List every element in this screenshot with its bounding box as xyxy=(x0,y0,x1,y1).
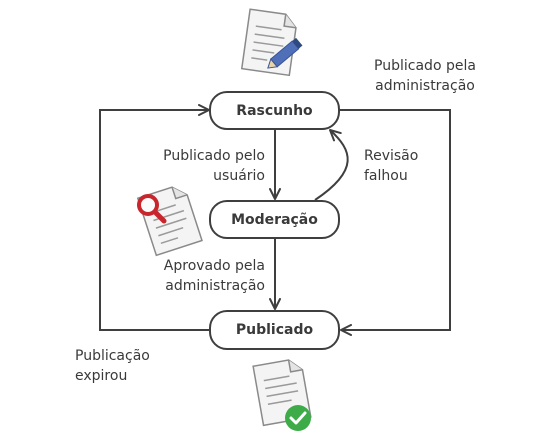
edge-label-admin-approved: Aprovado pela administração xyxy=(150,256,265,296)
edge-published-to-draft xyxy=(99,104,210,331)
edge-label-line: expirou xyxy=(75,368,128,384)
edge-label-line: Revisão xyxy=(364,148,419,164)
document-pencil-icon xyxy=(240,8,303,77)
edge-label-line: usuário xyxy=(213,168,265,184)
state-node-draft: Rascunho xyxy=(209,91,340,130)
edge-moderation-to-draft xyxy=(314,129,349,201)
edge-draft-to-published xyxy=(340,109,451,336)
edge-label-line: administração xyxy=(375,78,475,94)
edge-label-line: Publicado pelo xyxy=(163,148,265,164)
edge-label-line: administração xyxy=(165,278,265,294)
state-node-published: Publicado xyxy=(209,310,340,350)
edge-label-line: falhou xyxy=(364,168,408,184)
state-node-moderation: Moderação xyxy=(209,200,340,239)
edge-label-line: Publicado pela xyxy=(374,58,476,74)
edge-label-line: Publicação xyxy=(75,348,150,364)
document-checkmark-icon xyxy=(252,359,312,431)
document-magnifier-icon xyxy=(136,186,203,257)
edge-label-line: Aprovado pela xyxy=(163,258,265,274)
edge-label-admin-published: Publicado pela administração xyxy=(362,56,488,96)
edge-label-review-failed: Revisão falhou xyxy=(364,146,418,186)
edge-label-user-published: Publicado pelo usuário xyxy=(150,146,265,186)
edge-label-expired: Publicação expirou xyxy=(75,346,150,386)
